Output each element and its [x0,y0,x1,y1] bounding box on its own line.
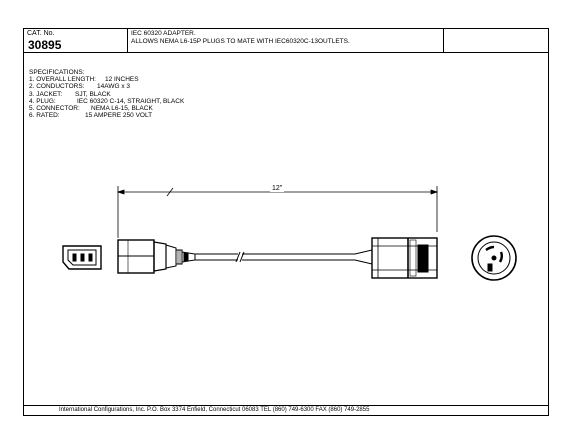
title-line-1: IEC 60320 ADAPTER. [131,30,196,37]
company-address: International Configurations, Inc. P.O. … [59,407,370,413]
spec-value: 15 AMPERE 250 VOLT [85,112,153,120]
spec-value: NEMA L6-15, BLACK [91,104,153,112]
spec-key: 6. RATED: [29,112,60,120]
spec-value: 12 INCHES [105,76,139,84]
cable [195,251,355,263]
footer: International Configurations, Inc. P.O. … [24,405,548,415]
spec-key: 4. PLUG: [29,97,56,105]
nema-connector-body [354,237,438,279]
length-dimension-label: 12" [270,185,285,192]
spec-key: 5. CONNECTOR: [29,104,80,112]
c14-plug-face-icon [62,245,102,270]
catalog-cell: CAT. No. 30895 [24,29,128,52]
spec-value: IEC 60320 C-14, STRAIGHT, BLACK [77,97,185,105]
spec-value: SJT, BLACK [75,90,111,98]
title-line-2: ALLOWS NEMA L6-15P PLUGS TO MATE WITH IE… [131,38,350,45]
catalog-number: 30895 [28,38,62,52]
length-dimension [116,186,439,238]
spec-key: 3. JACKET: [29,90,63,98]
spec-key: 2. CONDUCTORS: [29,83,85,91]
specifications-heading-text: SPECIFICATIONS: [29,69,85,76]
title-cell: IEC 60320 ADAPTER. ALLOWS NEMA L6-15P PL… [128,29,444,52]
c14-plug-body [117,239,196,274]
spec-key: 1. OVERALL LENGTH: [29,76,96,84]
nema-l6-15-receptacle-face-icon [471,235,517,281]
title-block: CAT. No. 30895 IEC 60320 ADAPTER. ALLOWS… [24,29,548,53]
spec-value: 14AWG x 3 [97,83,130,91]
drawing-sheet: CAT. No. 30895 IEC 60320 ADAPTER. ALLOWS… [23,28,549,416]
catalog-label: CAT. No. [27,30,55,37]
